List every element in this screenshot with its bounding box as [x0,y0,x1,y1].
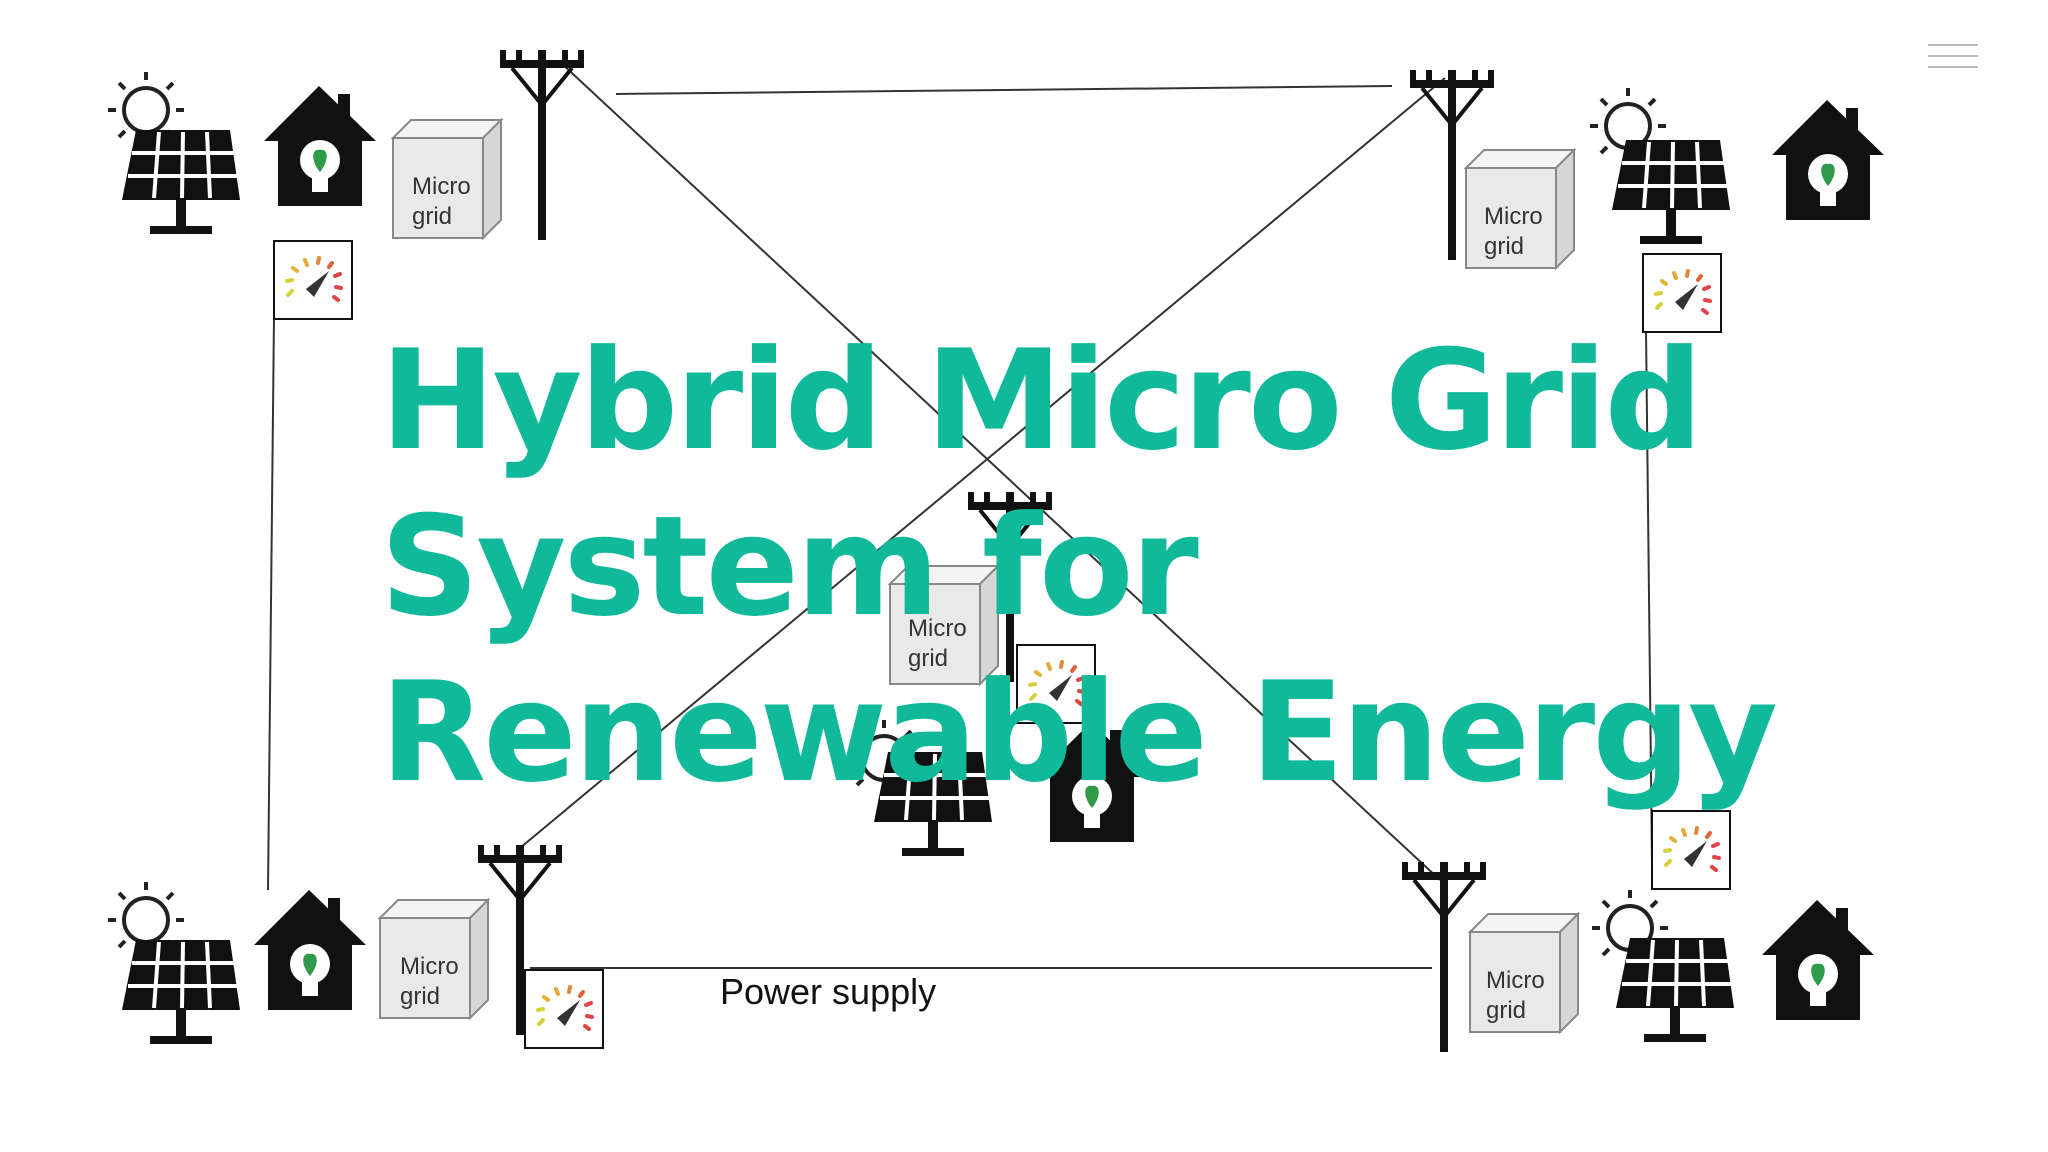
wiring-lines [267,61,1653,969]
solar-panel-icon [120,128,242,236]
solar-panel-icon [120,938,242,1046]
micro-grid-label: Micro [400,953,459,980]
menu-bar [1928,55,1978,57]
menu-icon[interactable] [1928,44,1978,68]
page-title: Hybrid Micro Grid System for Renewable E… [380,318,1780,816]
solar-panel-icon [1610,138,1732,246]
micro-grid-label: Micro [1484,203,1543,230]
menu-bar [1928,66,1978,68]
house-icon [1772,100,1884,220]
micro-grid-label: Micro [908,615,967,642]
title-line: Renewable Energy [380,652,1778,813]
micro-grid-label: grid [908,645,948,672]
meter-gauge-icon [272,239,354,321]
power-pole-icon [498,48,586,242]
solar-panel-icon [1614,936,1736,1044]
house-icon [264,86,376,206]
house-icon [1762,900,1874,1020]
meter-gauge-icon [523,968,605,1050]
title-line: System for [380,486,1199,647]
micro-grid-label: grid [412,203,452,230]
menu-bar [1928,44,1978,46]
micro-grid-label: grid [400,983,440,1010]
house-icon [254,890,366,1010]
micro-grid-label: grid [1486,997,1526,1024]
micro-grid-label: Micro [412,173,471,200]
micro-grid-label: grid [1484,233,1524,260]
micro-grid-label: Micro [1486,967,1545,994]
title-line: Hybrid Micro Grid [380,320,1703,481]
power-supply-label: Power supply [720,971,936,1012]
meter-gauge-icon [1650,809,1732,891]
